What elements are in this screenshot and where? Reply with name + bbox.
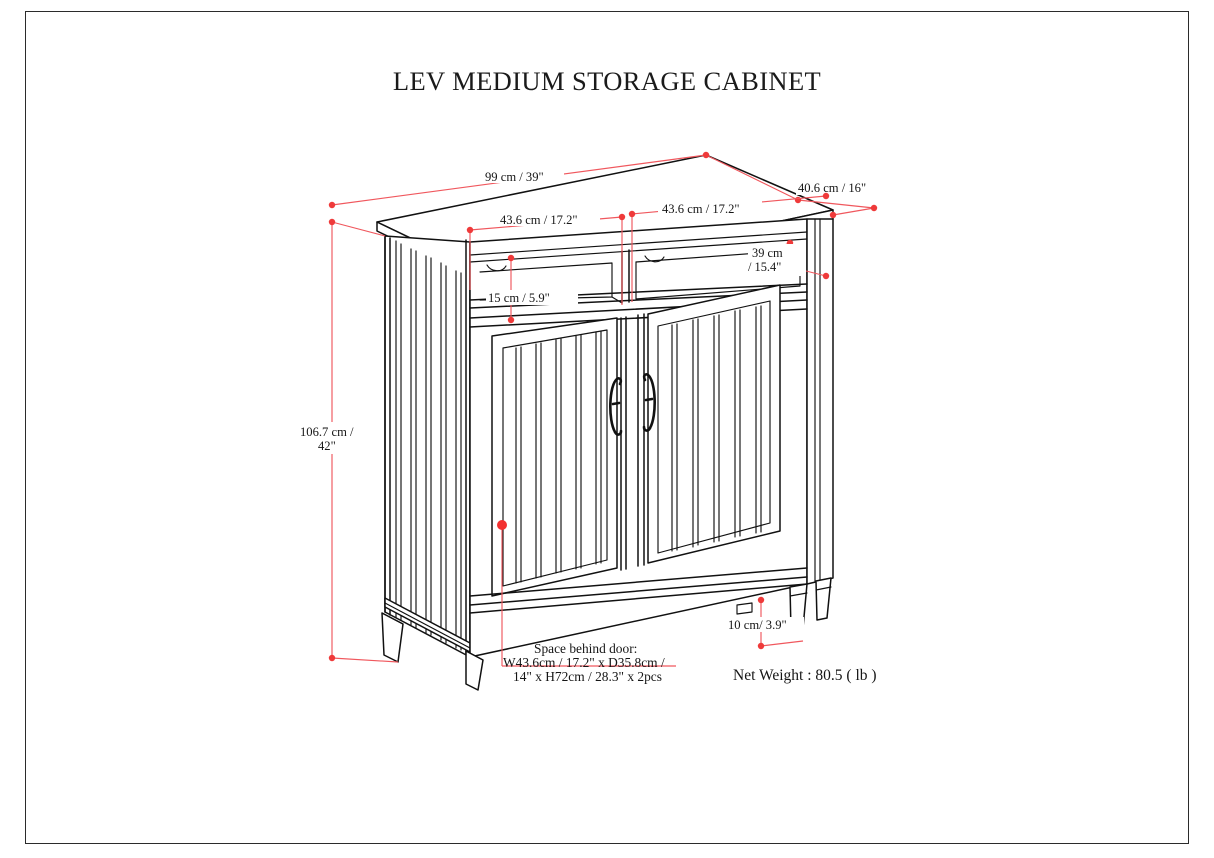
net-weight-label: Net Weight : 80.5 ( lb ) [733,667,877,684]
dimension-shelf-depth-label-1: 39 cm [752,246,783,260]
space-behind-door-line-1: Space behind door: [534,641,637,656]
dimension-shelf-depth: 39 cm / 15.4" [748,239,830,280]
left-door-handle[interactable] [609,377,623,436]
space-behind-door-leader [497,520,676,667]
dimension-overall-depth: 40.6 cm / 16" [794,180,880,219]
right-cabinet-door[interactable] [647,284,781,564]
page-title: LEV MEDIUM STORAGE CABINET [392,66,822,96]
dimension-left-cubby-width: 43.6 cm / 17.2" [466,211,626,305]
dimension-cubby-height-label: 15 cm / 5.9" [488,291,550,305]
rear-right-leg [815,577,832,621]
note-space-behind-door: Space behind door: W43.6cm / 17.2" x D35… [503,641,665,684]
dimension-left-cubby-width-label: 43.6 cm / 17.2" [500,213,578,227]
note-net-weight: Net Weight : 80.5 ( lb ) [733,667,877,684]
right-door-handle[interactable] [642,373,656,432]
cabinet-illustration [376,154,834,691]
dimension-shelf-depth-label-2: / 15.4" [748,260,781,274]
dimension-leg-height-label: 10 cm/ 3.9" [728,618,787,632]
dimension-overall-height: 106.7 cm / 42" [294,218,399,663]
dimension-right-cubby-width-label: 43.6 cm / 17.2" [662,202,740,216]
center-stile [620,313,645,571]
dimension-overall-height-label-2: 42" [318,439,336,453]
space-behind-door-line-2: W43.6cm / 17.2" x D35.8cm / [503,655,665,670]
dimension-leg-height: 10 cm/ 3.9" [726,596,804,650]
space-behind-door-line-3: 14" x H72cm / 28.3" x 2pcs [513,669,662,684]
base-rail [469,567,808,615]
left-cabinet-door[interactable] [491,317,618,597]
dimension-overall-width: 99 cm / 39" [328,151,799,209]
left-side-slat-panel [384,235,471,658]
dimension-overall-depth-label: 40.6 cm / 16" [798,181,866,195]
dimension-overall-height-label-1: 106.7 cm / [300,425,354,439]
dimension-overall-width-label: 99 cm / 39" [485,170,544,184]
dimension-cubby-height: 15 cm / 5.9" [486,254,578,324]
rear-left-leg [465,650,484,691]
right-side-panel [806,218,834,585]
dimension-right-cubby-width: 43.6 cm / 17.2" [628,192,830,302]
